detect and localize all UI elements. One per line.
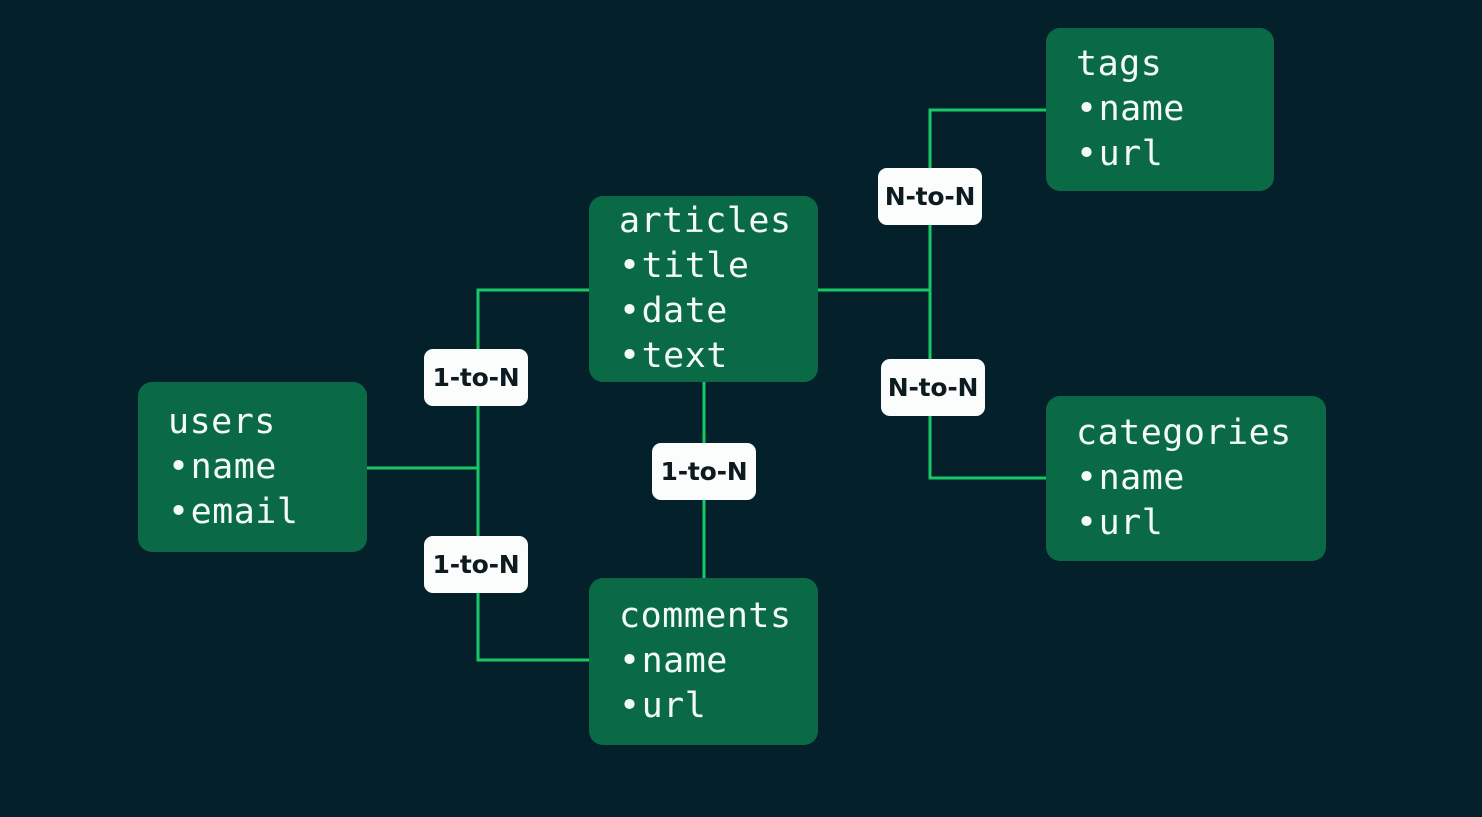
bullet-icon: • (619, 336, 641, 376)
entity-field-label: name (190, 446, 277, 487)
entity-title: tags (1076, 44, 1163, 84)
relationship-label-users-comments[interactable]: 1-to-N (424, 536, 528, 593)
bullet-icon: • (1076, 134, 1098, 174)
entity-field-list: •name•url (1076, 456, 1326, 546)
entity-title: comments (619, 596, 792, 636)
bullet-icon: • (168, 491, 190, 532)
entity-field-label: name (1098, 89, 1185, 129)
entity-field: •url (1076, 132, 1274, 177)
bullet-icon: • (1076, 503, 1098, 543)
bullet-icon: • (619, 686, 641, 726)
entity-field-label: email (190, 491, 299, 532)
entity-field-label: name (1098, 458, 1185, 498)
entity-field-label: title (641, 246, 750, 286)
relationship-label-articles-categories[interactable]: N-to-N (881, 359, 985, 416)
entity-categories[interactable]: categories•name•url (1046, 396, 1326, 561)
entity-users[interactable]: users•name•email (138, 382, 367, 552)
entity-field: •url (1076, 501, 1326, 546)
entity-field-list: •name•url (1076, 87, 1274, 177)
entity-field: •name (1076, 456, 1326, 501)
entity-field: •name (1076, 87, 1274, 132)
bullet-icon: • (168, 446, 190, 487)
entity-field: •url (619, 684, 818, 729)
bullet-icon: • (1076, 458, 1098, 498)
entity-field: •name (168, 445, 367, 490)
entity-field-label: url (1098, 503, 1164, 543)
entity-field: •date (619, 289, 818, 334)
entity-title: users (168, 401, 276, 442)
entity-field-list: •name•url (619, 639, 818, 729)
entity-field: •email (168, 490, 367, 535)
entity-field-label: url (641, 686, 707, 726)
entity-field: •text (619, 334, 818, 379)
bullet-icon: • (619, 291, 641, 331)
entity-field-label: text (641, 336, 728, 376)
entity-field: •name (619, 639, 818, 684)
entity-title: articles (619, 201, 792, 241)
entity-field-list: •title•date•text (619, 244, 818, 379)
relationship-label-articles-comments[interactable]: 1-to-N (652, 443, 756, 500)
entity-field-list: •name•email (168, 445, 367, 535)
bullet-icon: • (619, 246, 641, 286)
entity-field-label: date (641, 291, 728, 331)
bullet-icon: • (1076, 89, 1098, 129)
relationship-label-articles-tags[interactable]: N-to-N (878, 168, 982, 225)
entity-comments[interactable]: comments•name•url (589, 578, 818, 745)
entity-field-label: url (1098, 134, 1164, 174)
entity-tags[interactable]: tags•name•url (1046, 28, 1274, 191)
entity-title: categories (1076, 413, 1292, 453)
entity-articles[interactable]: articles•title•date•text (589, 196, 818, 382)
relationship-label-users-articles[interactable]: 1-to-N (424, 349, 528, 406)
bullet-icon: • (619, 641, 641, 681)
entity-field-label: name (641, 641, 728, 681)
entity-field: •title (619, 244, 818, 289)
